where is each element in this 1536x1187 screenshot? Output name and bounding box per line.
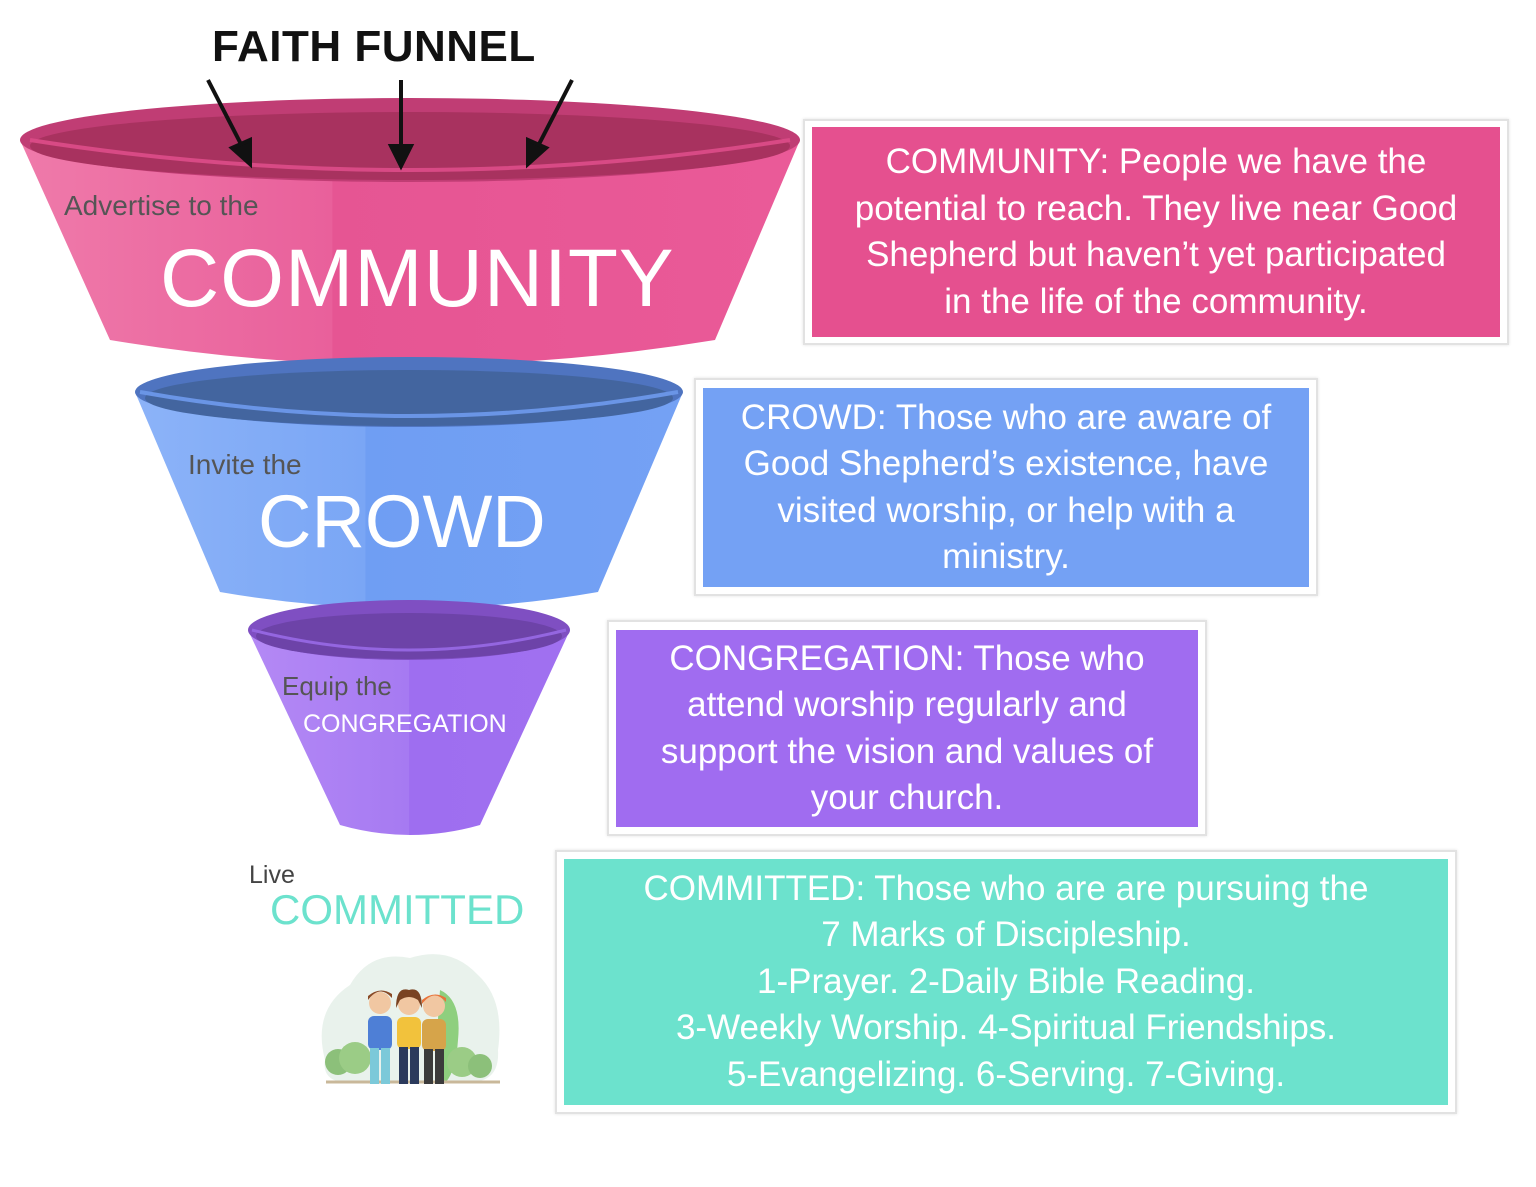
congregation-funnel-section [248, 600, 570, 835]
committed-line-5: 5-Evangelizing. 6-Serving. 7-Giving. [726, 1054, 1286, 1094]
community-line-1: COMMUNITY: People we have the [885, 142, 1427, 181]
congregation-line-4: your church. [810, 778, 1004, 817]
committed-line-3: 1-Prayer. 2-Daily Bible Reading. [756, 961, 1255, 1001]
crowd-description-box: CROWD: Those who are aware of Good Sheph… [703, 388, 1309, 587]
committed-stage-prefix: Live [249, 861, 295, 889]
crowd-stage-prefix: Invite the [188, 449, 302, 480]
committed-line-1: COMMITTED: Those who are are pursuing th… [643, 868, 1369, 908]
funnel-graphic [20, 79, 800, 1084]
committed-description-box: COMMITTED: Those who are are pursuing th… [564, 859, 1448, 1105]
committed-stage-name: COMMITTED [270, 886, 525, 933]
community-line-3: Shepherd but haven’t yet participated [866, 235, 1446, 274]
congregation-line-1: CONGREGATION: Those who [669, 638, 1145, 678]
crowd-line-4: ministry. [942, 537, 1070, 576]
community-description-box: COMMUNITY: People we have the potential … [812, 127, 1500, 337]
crowd-line-1: CROWD: Those who are aware of [740, 397, 1272, 437]
community-stage-prefix: Advertise to the [64, 190, 259, 221]
congregation-line-3: support the vision and values of [660, 731, 1154, 771]
crowd-line-3: visited worship, or help with a [777, 490, 1235, 530]
committed-line-2: 7 Marks of Discipleship. [821, 915, 1191, 955]
crowd-funnel-section [135, 357, 683, 609]
community-stage-name: COMMUNITY [160, 233, 675, 324]
people-illustration [321, 954, 500, 1084]
congregation-description-box: CONGREGATION: Those who attend worship r… [616, 630, 1198, 827]
committed-line-4: 3-Weekly Worship. 4-Spiritual Friendship… [675, 1008, 1337, 1048]
congregation-stage-prefix: Equip the [282, 671, 392, 701]
diagram-title: FAITH FUNNEL [212, 22, 536, 71]
community-line-4: in the life of the community. [944, 281, 1368, 321]
title-arrows [206, 79, 574, 171]
crowd-stage-name: CROWD [258, 480, 546, 563]
congregation-stage-name: CONGREGATION [303, 710, 507, 738]
crowd-line-2: Good Shepherd’s existence, have [743, 444, 1269, 483]
congregation-line-2: attend worship regularly and [687, 685, 1127, 724]
community-line-2: potential to reach. They live near Good [854, 188, 1458, 228]
